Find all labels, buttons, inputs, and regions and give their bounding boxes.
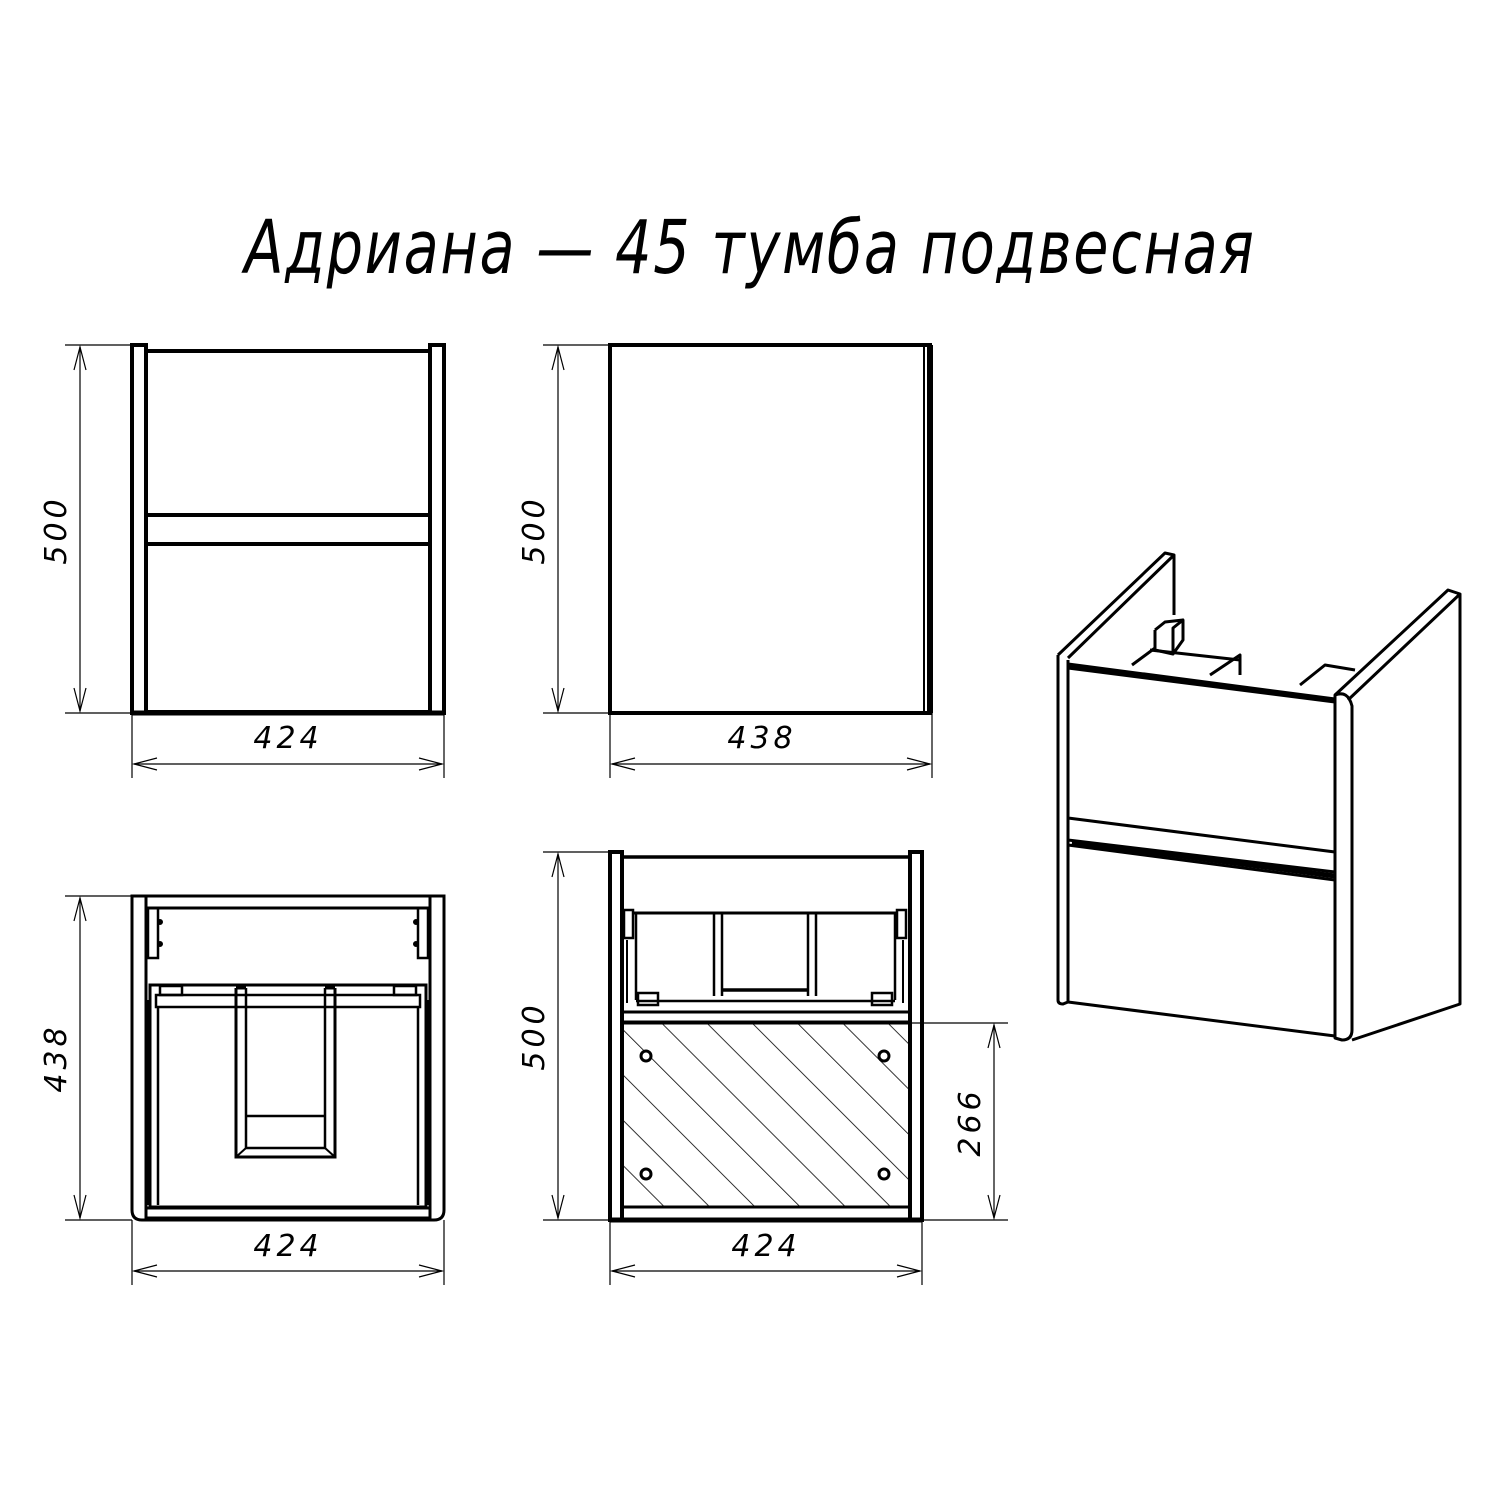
isometric-view [1056, 551, 1462, 1042]
front-width-label: 424 [253, 721, 322, 756]
back-width-label: 424 [731, 1229, 800, 1264]
top-view [65, 894, 446, 1285]
back-view [543, 850, 1008, 1285]
top-width-label: 424 [253, 1229, 322, 1264]
drawing-title: Адриана — 45 тумба подвесная [244, 205, 1256, 291]
side-width-label: 438 [727, 721, 796, 756]
side-height-label: 500 [517, 495, 552, 564]
front-height-label: 500 [39, 495, 74, 564]
front-view [65, 343, 446, 778]
top-depth-label: 438 [39, 1023, 74, 1092]
side-view [543, 343, 933, 778]
back-height-label: 500 [517, 1001, 552, 1070]
mount-panel-height-label: 266 [953, 1087, 988, 1156]
